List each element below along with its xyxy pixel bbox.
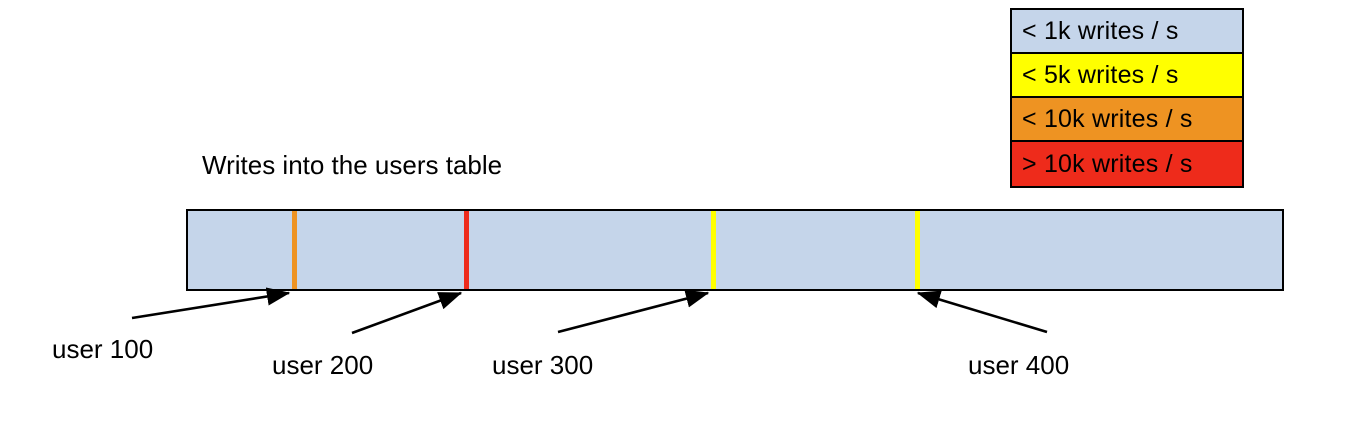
callout-label-user-300: user 300: [492, 350, 594, 380]
partition-marker-user-400: [915, 211, 920, 289]
legend-label-gt-10k: > 10k writes / s: [1022, 149, 1193, 178]
callout-arrow-user-100: [131, 287, 291, 320]
partition-marker-user-200: [464, 211, 469, 289]
partition-marker-user-300: [711, 211, 716, 289]
legend-row-lt-10k: < 10k writes / s: [1012, 98, 1242, 142]
callout-arrow-user-300: [557, 289, 710, 334]
partition-marker-user-100: [292, 211, 297, 289]
legend-row-lt-5k: < 5k writes / s: [1012, 54, 1242, 98]
legend-row-lt-1k: < 1k writes / s: [1012, 10, 1242, 54]
legend-label-lt-10k: < 10k writes / s: [1022, 104, 1193, 133]
legend-label-lt-1k: < 1k writes / s: [1022, 16, 1179, 45]
callout-label-user-400: user 400: [968, 350, 1070, 380]
callout-label-user-100: user 100: [52, 334, 154, 364]
write-rate-legend: < 1k writes / s < 5k writes / s < 10k wr…: [1010, 8, 1244, 188]
callout-arrow-user-200: [351, 291, 463, 335]
callout-label-user-200: user 200: [272, 350, 374, 380]
legend-row-gt-10k: > 10k writes / s: [1012, 142, 1242, 186]
users-table-range-bar: [186, 209, 1284, 291]
legend-label-lt-5k: < 5k writes / s: [1022, 60, 1179, 89]
chart-title: Writes into the users table: [202, 150, 503, 180]
callout-arrow-user-400: [916, 290, 1048, 334]
